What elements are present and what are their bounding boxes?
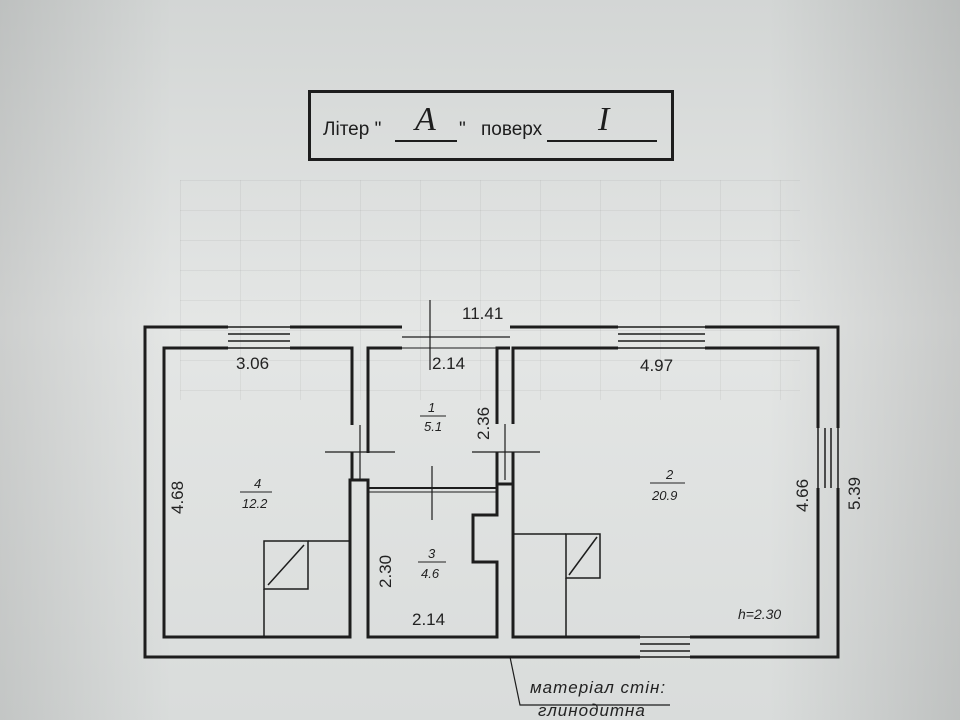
material-leader-line	[509, 656, 670, 706]
dim-small-room-width: 2.14	[412, 610, 445, 629]
dim-right-room-width: 4.97	[640, 356, 673, 375]
dim-corridor-width: 2.14	[432, 354, 465, 373]
room-area: 12.2	[242, 496, 268, 511]
right-stove	[565, 533, 601, 579]
left-room-inner-wall	[162, 346, 640, 639]
liter-underline	[395, 140, 457, 142]
room-area: 20.9	[651, 488, 677, 503]
corridor-left-wall	[366, 346, 402, 453]
floor-label: поверх	[481, 119, 543, 140]
room-area: 5.1	[424, 419, 442, 434]
dim-right-room-height-inner: 4.66	[793, 479, 812, 512]
dim-corridor-height: 2.36	[474, 407, 493, 440]
liter-floor-label-box: Літер " А " поверх I	[308, 90, 674, 161]
floor-underline	[547, 140, 657, 142]
dim-left-room-width: 3.06	[236, 354, 269, 373]
room-3-label: 3 4.6	[418, 546, 446, 581]
material-note-line1: матеріал стін:	[530, 678, 666, 697]
dim-left-room-height: 4.68	[168, 481, 187, 514]
ceiling-height: h=2.30	[738, 606, 781, 622]
room-4-label: 4 12.2	[240, 476, 272, 511]
room-number: 3	[428, 546, 436, 561]
liter-value: А	[415, 101, 436, 138]
dim-small-room-height: 2.30	[376, 555, 395, 588]
left-stove	[263, 540, 309, 590]
outer-wall-outline	[143, 325, 640, 659]
door-marks	[325, 300, 540, 520]
liter-close-quote: "	[459, 119, 466, 140]
room-number: 2	[665, 467, 674, 482]
room-number: 1	[428, 400, 435, 415]
room-1-label: 1 5.1	[420, 400, 446, 434]
faded-table-background	[180, 180, 800, 400]
left-room-top-right	[290, 346, 354, 425]
liter-label: Літер "	[323, 119, 382, 140]
corridor-right-wall	[495, 346, 510, 424]
room-2-label: 2 20.9	[650, 467, 685, 503]
room-number: 4	[254, 476, 261, 491]
windows	[228, 326, 839, 658]
dim-right-room-height-outer: 5.39	[845, 477, 864, 510]
dim-overall-width: 11.41	[462, 304, 503, 323]
room-area: 4.6	[421, 566, 440, 581]
material-note-line2: глинодитна	[538, 701, 646, 720]
floor-value: I	[598, 101, 610, 138]
